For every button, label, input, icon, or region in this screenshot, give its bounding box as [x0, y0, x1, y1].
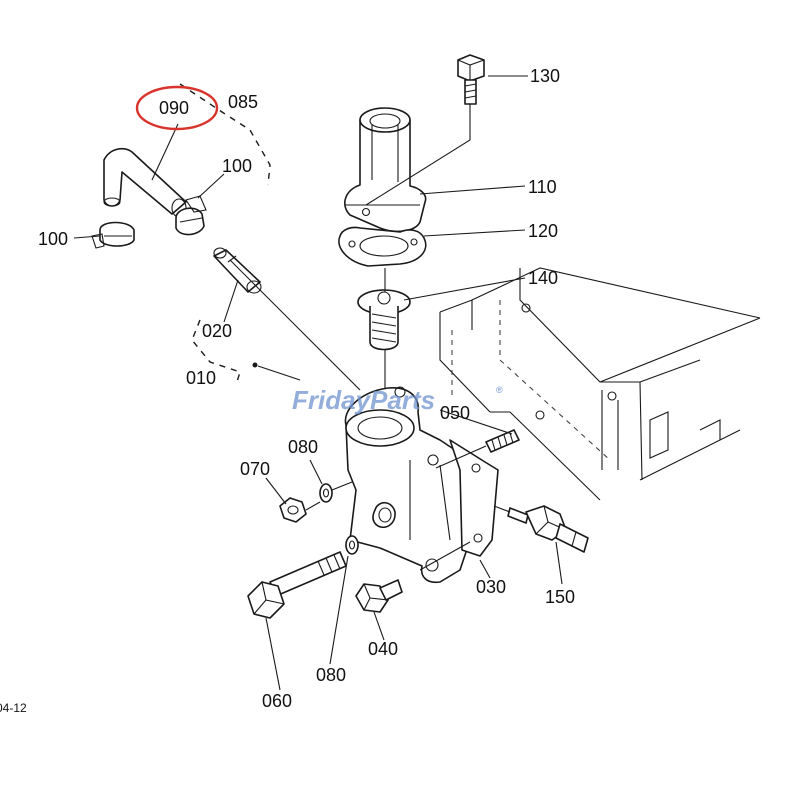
callout-100-left: 100: [38, 229, 68, 249]
part-060-bolt: [247, 551, 347, 619]
part-020-pipe: [213, 247, 262, 294]
part-070-nut: [279, 497, 307, 523]
callout-085: 085: [228, 92, 258, 112]
engine-block: [439, 267, 761, 501]
callout-040: 040: [368, 639, 398, 659]
callout-100-right: 100: [222, 156, 252, 176]
part-080-washer-upper: [319, 483, 333, 503]
callout-labels: 130 110 120 140 050 090 085 100 100 020 …: [0, 66, 575, 715]
group-bracket-010: [191, 319, 241, 386]
page-reference: 04-12: [0, 701, 27, 715]
callout-130: 130: [530, 66, 560, 86]
callout-090: 090: [159, 98, 189, 118]
callout-020: 020: [202, 321, 232, 341]
part-100-clamp-left: [91, 221, 135, 249]
callout-010: 010: [186, 368, 216, 388]
callout-140: 140: [528, 268, 558, 288]
watermark: FridayParts ®: [292, 385, 503, 415]
part-040-drain-plug: [355, 579, 403, 613]
callout-120: 120: [528, 221, 558, 241]
highlight-ring-090: [135, 85, 219, 131]
callout-080-upper: 080: [288, 437, 318, 457]
callout-150: 150: [545, 587, 575, 607]
part-140-thermostat: [357, 289, 411, 351]
callout-050: 050: [440, 403, 470, 423]
assembly-axis-lines: [229, 104, 511, 571]
part-120-gasket: [338, 226, 427, 267]
part-010-water-flange: [344, 386, 481, 584]
callout-070: 070: [240, 459, 270, 479]
part-080-washer-lower: [345, 535, 359, 555]
part-130-bolt: [457, 54, 485, 105]
callout-110: 110: [528, 177, 557, 197]
leader-lines: [73, 75, 563, 691]
watermark-trademark: ®: [496, 385, 503, 395]
part-090-hose: [103, 147, 187, 218]
part-110-thermostat-housing: [344, 107, 427, 233]
watermark-text: FridayParts: [292, 385, 435, 415]
callout-030: 030: [476, 577, 506, 597]
callout-080-lower: 080: [316, 665, 346, 685]
callout-060: 060: [262, 691, 292, 711]
part-150-temperature-sensor: [507, 505, 589, 553]
part-030-gasket: [449, 439, 499, 557]
part-050-stud: [485, 429, 520, 453]
part-100-clamp-right: [175, 195, 207, 236]
